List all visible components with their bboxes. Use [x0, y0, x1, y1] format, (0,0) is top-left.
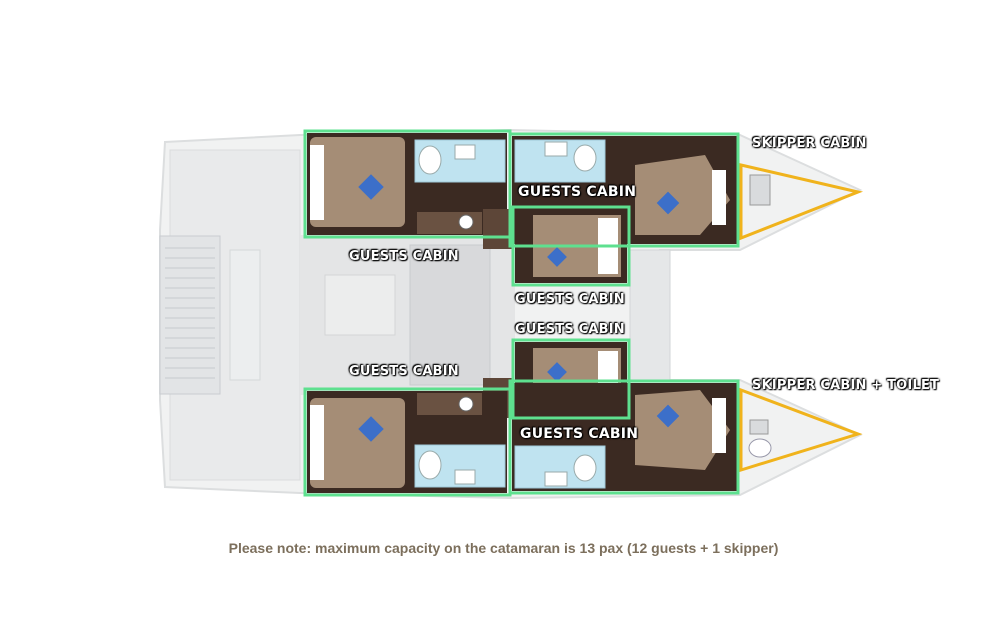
capacity-note: Please note: maximum capacity on the cat…: [228, 540, 779, 556]
label-skipper-cabin-toilet: SKIPPER CABIN + TOILET: [752, 378, 940, 393]
outline-skipper-cabin-toilet: [739, 387, 863, 473]
cabin-fwd-top: [512, 136, 737, 244]
cabin-aft-top: [307, 133, 507, 235]
skipper-cabin-shapes: [748, 174, 772, 458]
outline-cabin-mid-bottom: [511, 338, 631, 420]
cabin-fwd-bottom: [512, 383, 737, 491]
skipper-cabin-outlines: [739, 163, 864, 473]
label-skipper-cabin: SKIPPER CABIN: [752, 136, 867, 151]
guest-cabin-outlines: [303, 129, 740, 497]
label-guests-cabin-mid-top: GUESTS CABIN: [515, 292, 625, 307]
outline-skipper-cabin: [739, 163, 864, 241]
label-guests-cabin-aft-top: GUESTS CABIN: [349, 249, 459, 264]
outline-cabin-fwd-bottom: [508, 379, 740, 495]
label-guests-cabin-fwd-top: GUESTS CABIN: [518, 184, 637, 200]
label-guests-cabin-mid-bottom: GUESTS CABIN: [515, 322, 625, 337]
label-guests-cabin-aft-bottom: GUESTS CABIN: [349, 364, 459, 379]
label-guests-cabin-fwd-bottom: GUESTS CABIN: [520, 426, 639, 442]
cabin-aft-bottom: [307, 391, 507, 493]
outline-cabin-fwd-top: [508, 132, 740, 248]
outline-cabin-mid-top: [511, 205, 631, 287]
